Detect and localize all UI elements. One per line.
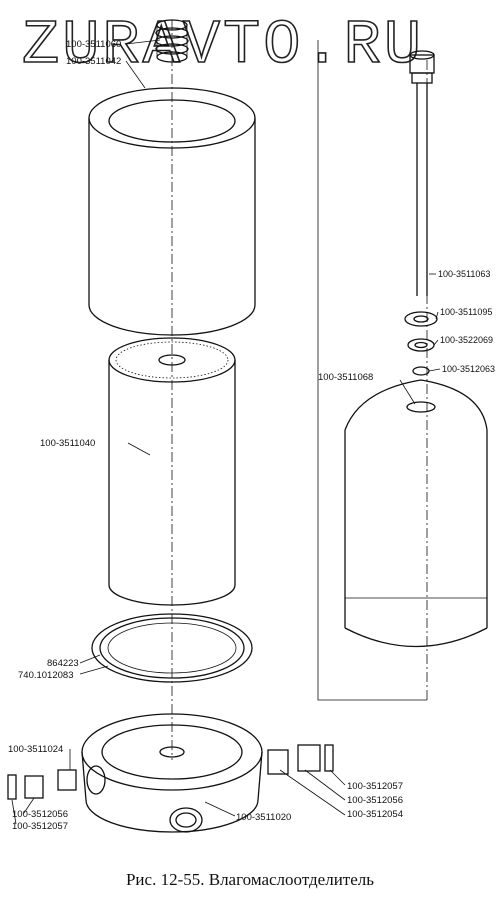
- center-bolt: [409, 50, 435, 296]
- label-right-1: 100-3512057: [347, 781, 403, 792]
- watermark: ZURAVTO.RU: [22, 10, 424, 81]
- label-washer-1: 100-3511095: [440, 307, 492, 317]
- label-ring-1: 864223: [47, 658, 79, 669]
- cap-housing: [344, 379, 488, 648]
- top-spring: [155, 19, 189, 63]
- left-fittings: [7, 769, 77, 800]
- label-plug: 100-3511024: [8, 744, 63, 755]
- label-housing: 100-3511020: [236, 812, 291, 823]
- label-gasket-top: 100-3511042: [66, 56, 121, 67]
- figure-caption: Рис. 12-55. Влагомаслоотделитель: [126, 870, 374, 889]
- label-filter-element: 100-3511040: [40, 438, 95, 449]
- label-washer-2: 100-3522069: [440, 335, 493, 345]
- label-right-2: 100-3512056: [347, 795, 403, 806]
- connection-line: [317, 40, 427, 701]
- label-bolt: 100-3511063: [438, 269, 490, 279]
- right-fittings: [267, 744, 334, 775]
- base-housing: [81, 713, 263, 833]
- washers: [404, 311, 438, 376]
- label-right-3: 100-3512054: [347, 809, 403, 820]
- label-ring-small: 100-3512063: [442, 364, 495, 374]
- label-ring-2: 740.1012083: [18, 670, 73, 681]
- leader-lines: [11, 39, 441, 825]
- label-washer-left: 100-3512057: [12, 821, 68, 832]
- label-cap: 100-3511068: [318, 372, 373, 383]
- seal-rings: [91, 613, 253, 683]
- outer-cylinder: [88, 87, 256, 336]
- label-spring-left: 100-3512056: [12, 809, 68, 820]
- label-spring-top: 100-3511060: [66, 39, 121, 50]
- filter-element: [108, 337, 236, 606]
